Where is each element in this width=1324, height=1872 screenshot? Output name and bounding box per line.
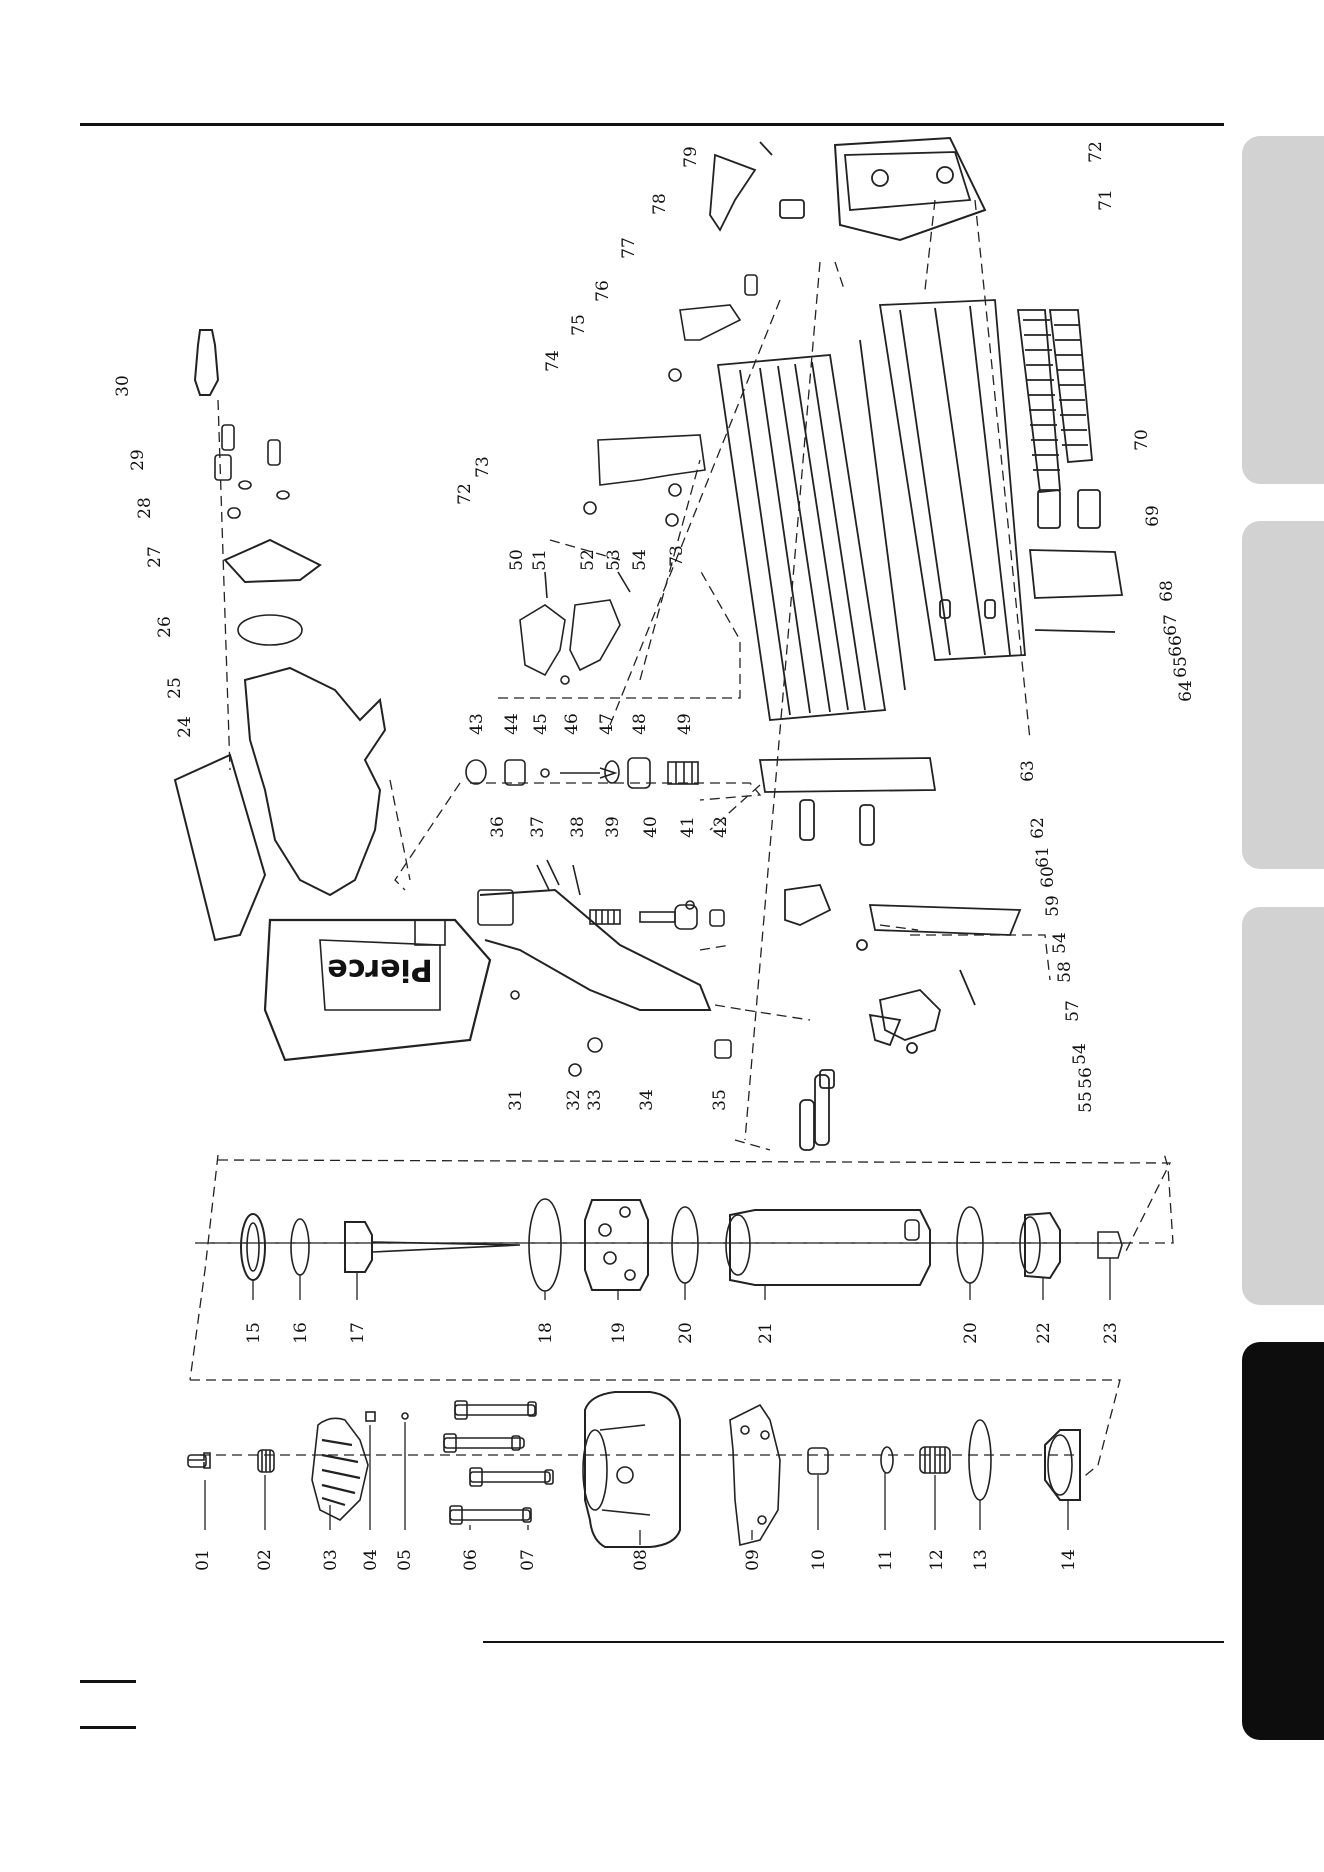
- label-31: 31: [506, 1089, 526, 1111]
- parts-row-middle: [241, 1199, 1122, 1291]
- label-33: 33: [585, 1089, 605, 1111]
- label-69: 69: [1143, 505, 1163, 527]
- label-78: 78: [650, 193, 670, 215]
- label-75: 75: [569, 314, 589, 336]
- label-18: 18: [536, 1322, 556, 1344]
- label-61: 61: [1033, 846, 1053, 868]
- label-14: 14: [1059, 1549, 1079, 1571]
- label-54-bottom: 54: [1070, 1043, 1090, 1065]
- part-number-labels: 01 02 03 04 05 06 07 08 09 10 11 12 13 1…: [113, 141, 1196, 1571]
- label-29: 29: [128, 449, 148, 471]
- label-04: 04: [361, 1549, 381, 1571]
- label-21: 21: [756, 1322, 776, 1344]
- label-16: 16: [291, 1322, 311, 1344]
- label-37: 37: [528, 816, 548, 838]
- label-03: 03: [321, 1549, 341, 1571]
- label-62: 62: [1028, 817, 1048, 839]
- label-19: 19: [609, 1322, 629, 1344]
- label-20-left: 20: [676, 1322, 696, 1344]
- leader-lines: [205, 1258, 1110, 1545]
- label-71: 71: [1096, 189, 1116, 211]
- label-72-right: 72: [1086, 141, 1106, 163]
- label-74: 74: [543, 350, 563, 372]
- label-07: 07: [518, 1549, 538, 1571]
- label-57: 57: [1063, 1000, 1083, 1022]
- label-65: 65: [1171, 656, 1191, 678]
- cap-parts-26-30: [195, 330, 320, 645]
- label-44: 44: [502, 713, 522, 735]
- label-43: 43: [467, 713, 487, 735]
- label-32: 32: [564, 1089, 584, 1111]
- label-73-lower: 73: [667, 545, 687, 567]
- label-51: 51: [530, 549, 550, 571]
- label-34: 34: [637, 1089, 657, 1111]
- label-46: 46: [562, 713, 582, 735]
- label-13: 13: [971, 1549, 991, 1571]
- label-40: 40: [641, 816, 661, 838]
- brand-logo: Pierce: [327, 952, 433, 987]
- label-59: 59: [1043, 895, 1063, 917]
- label-35: 35: [710, 1089, 730, 1111]
- label-55: 55: [1076, 1091, 1096, 1113]
- label-06: 06: [461, 1549, 481, 1571]
- label-66: 66: [1166, 635, 1186, 657]
- label-20-right: 20: [961, 1322, 981, 1344]
- handle-housing: [175, 668, 490, 1060]
- label-76: 76: [593, 280, 613, 302]
- label-15: 15: [244, 1322, 264, 1344]
- label-09: 09: [743, 1549, 763, 1571]
- label-27: 27: [145, 546, 165, 568]
- label-30: 30: [113, 375, 133, 397]
- label-50: 50: [507, 549, 527, 571]
- label-12: 12: [927, 1549, 947, 1571]
- label-05: 05: [395, 1549, 415, 1571]
- label-56: 56: [1076, 1067, 1096, 1089]
- parts-row-bottom: [188, 1392, 1080, 1547]
- label-77: 77: [619, 237, 639, 259]
- label-41: 41: [678, 816, 698, 838]
- label-36: 36: [488, 816, 508, 838]
- label-64: 64: [1176, 680, 1196, 702]
- label-48: 48: [630, 713, 650, 735]
- label-54-middle: 54: [1050, 932, 1070, 954]
- label-01: 01: [193, 1549, 213, 1571]
- mechanism-parts: [466, 275, 757, 1076]
- label-24: 24: [175, 716, 195, 738]
- label-72-left: 72: [455, 483, 475, 505]
- label-39: 39: [603, 816, 623, 838]
- magazine-assembly: [710, 138, 1122, 1150]
- label-25: 25: [165, 677, 185, 699]
- label-22: 22: [1034, 1322, 1054, 1344]
- label-49: 49: [675, 713, 695, 735]
- label-67: 67: [1161, 614, 1181, 636]
- label-63: 63: [1018, 760, 1038, 782]
- label-45: 45: [531, 713, 551, 735]
- label-53: 53: [604, 549, 624, 571]
- label-54-top: 54: [630, 549, 650, 571]
- label-42: 42: [711, 816, 731, 838]
- label-47: 47: [597, 713, 617, 735]
- label-70: 70: [1132, 429, 1152, 451]
- label-02: 02: [255, 1549, 275, 1571]
- label-28: 28: [135, 497, 155, 519]
- label-10: 10: [809, 1549, 829, 1571]
- label-26: 26: [155, 616, 175, 638]
- label-08: 08: [631, 1549, 651, 1571]
- label-23: 23: [1101, 1322, 1121, 1344]
- label-52: 52: [578, 549, 598, 571]
- label-73-upper: 73: [473, 456, 493, 478]
- label-11: 11: [876, 1549, 896, 1571]
- label-60: 60: [1038, 866, 1058, 888]
- label-17: 17: [348, 1322, 368, 1344]
- label-58: 58: [1055, 961, 1075, 983]
- label-68: 68: [1157, 580, 1177, 602]
- label-38: 38: [568, 816, 588, 838]
- label-79: 79: [681, 146, 701, 168]
